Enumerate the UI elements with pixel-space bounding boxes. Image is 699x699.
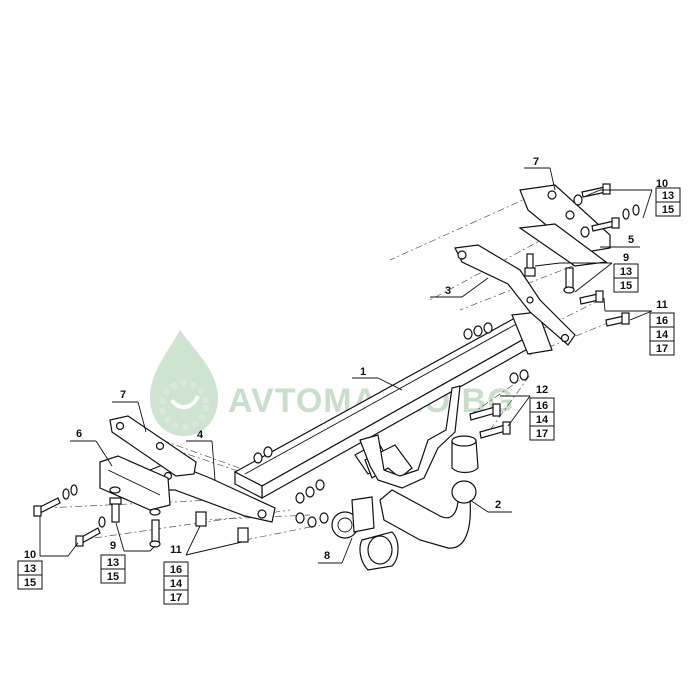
callout-8: 8 [318, 537, 353, 564]
oil-drop-gear-icon [150, 330, 218, 436]
stack-right-11-cell-3: 17 [656, 343, 668, 355]
stack-right-12-cell-3: 17 [536, 428, 548, 440]
callout-label-1: 1 [360, 366, 366, 378]
stack-left-10-label: 10 [24, 549, 36, 561]
stack-right-10-cell-1: 13 [662, 190, 674, 202]
stack-right-12-label: 12 [536, 384, 548, 396]
electrical-socket [331, 496, 399, 571]
stack-left-10-cell-2: 15 [24, 577, 36, 589]
callout-1: 1 [352, 366, 403, 391]
stack-right-11-cell-2: 14 [656, 329, 669, 341]
stack-right-9-cell-1: 13 [620, 266, 632, 278]
callout-label-5: 5 [628, 234, 634, 246]
callout-stack-left-9: 9 13 15 [100, 522, 156, 584]
stack-left-11-cell-2: 14 [170, 578, 183, 590]
stack-left-9-cell-1: 13 [107, 557, 119, 569]
callout-label-3: 3 [445, 285, 451, 297]
stack-left-11-cell-1: 16 [170, 564, 182, 576]
callout-3: 3 [430, 277, 489, 298]
stack-right-12-cell-2: 14 [536, 414, 549, 426]
callout-stack-left-11: 11 16 14 17 [163, 525, 243, 605]
callout-7-left: 7 [112, 389, 147, 433]
stack-right-10-label: 10 [656, 178, 668, 190]
stack-left-11-label: 11 [170, 544, 182, 556]
stack-left-9-cell-2: 15 [107, 571, 119, 583]
stack-right-10-cell-2: 15 [662, 204, 674, 216]
callout-stack-right-12: 12 16 14 17 [500, 384, 555, 441]
stack-right-11-cell-1: 16 [656, 315, 668, 327]
hitch-mount-bracket [359, 385, 461, 489]
callout-label-7-left: 7 [120, 389, 126, 401]
stack-right-11-label: 11 [656, 299, 668, 311]
stack-left-9-label: 9 [110, 540, 116, 552]
stack-left-10-cell-1: 13 [24, 563, 36, 575]
callout-4: 4 [186, 429, 216, 481]
stack-right-9-label: 9 [623, 252, 629, 264]
right-side-arm [454, 244, 576, 346]
callout-label-4: 4 [197, 429, 204, 441]
callout-stack-right-10: 10 13 15 [585, 178, 681, 219]
left-mounting-bracket-7 [109, 415, 197, 477]
callout-5: 5 [600, 234, 640, 248]
callout-2: 2 [469, 499, 512, 513]
callout-stack-left-10: 10 13 15 [17, 516, 79, 590]
stack-left-11-cell-3: 17 [170, 592, 182, 604]
callout-label-8: 8 [324, 550, 330, 562]
left-mounting-bracket-6 [99, 455, 171, 511]
callout-label-2: 2 [495, 499, 501, 511]
fasteners [33, 183, 640, 548]
tow-ball-neck [379, 435, 479, 549]
callout-stack-right-9: 9 13 15 [534, 252, 639, 293]
callout-stack-right-11: 11 16 14 17 [603, 297, 675, 356]
stack-right-9-cell-2: 15 [620, 280, 632, 292]
callout-label-6: 6 [76, 428, 82, 440]
stack-right-12-cell-1: 16 [536, 400, 548, 412]
callout-label-7-top: 7 [533, 156, 539, 168]
callout-6: 6 [70, 428, 113, 467]
callout-7-top: 7 [524, 156, 556, 191]
